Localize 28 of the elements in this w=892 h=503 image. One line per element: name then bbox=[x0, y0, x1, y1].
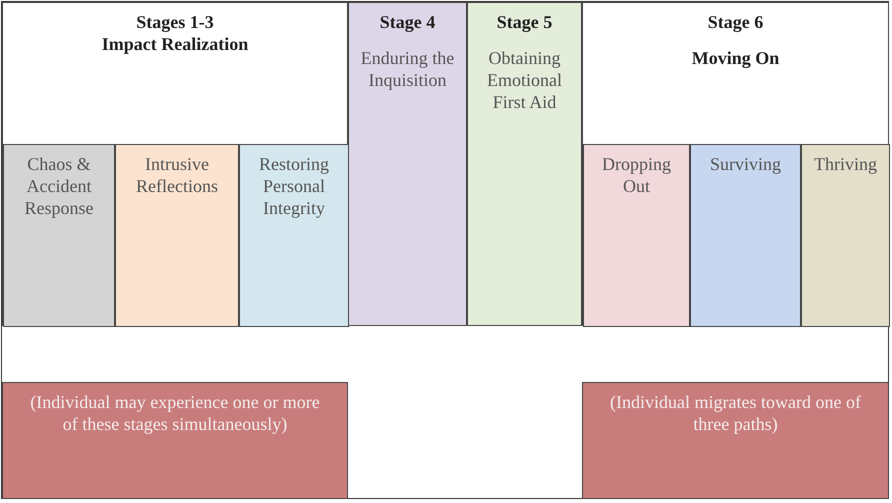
stage-cell bbox=[3, 144, 115, 327]
stage-group-panel bbox=[582, 2, 889, 326]
stage-cell bbox=[239, 144, 349, 327]
stage-label: Obtaining Emotional First Aid bbox=[486, 47, 563, 113]
stage-heading: Stage 5 bbox=[496, 11, 554, 33]
stage-cell bbox=[115, 144, 239, 327]
stage-heading: Stages 1-3 bbox=[135, 11, 215, 33]
stage-column bbox=[348, 2, 467, 326]
note-box bbox=[582, 382, 889, 499]
stage-heading: Stage 4 bbox=[378, 11, 436, 33]
stage-cell bbox=[801, 144, 890, 327]
stage-column bbox=[467, 2, 582, 326]
note-text: (Individual migrates toward one of three paths) bbox=[609, 391, 862, 435]
stage-heading: Stage 6 bbox=[706, 11, 764, 33]
stage-label: Intrusive Reflections bbox=[135, 153, 219, 197]
stage-label: Surviving bbox=[708, 153, 782, 175]
stage-label: Chaos & Accident Response bbox=[24, 153, 94, 219]
stage-group-panel bbox=[2, 2, 348, 326]
stage-heading: Impact Realization bbox=[100, 33, 250, 55]
note-text: (Individual may experience one or more of these stages simultaneously) bbox=[29, 391, 321, 435]
stage-heading: Moving On bbox=[690, 47, 780, 69]
note-box bbox=[2, 382, 348, 499]
stage-label: Restoring Personal Integrity bbox=[258, 153, 330, 219]
stage-label: Dropping Out bbox=[601, 153, 672, 197]
stage-label: Thriving bbox=[813, 153, 878, 175]
stage-cell bbox=[690, 144, 801, 327]
stage-label: Enduring the Inquisition bbox=[360, 47, 456, 91]
stage-cell bbox=[583, 144, 690, 327]
